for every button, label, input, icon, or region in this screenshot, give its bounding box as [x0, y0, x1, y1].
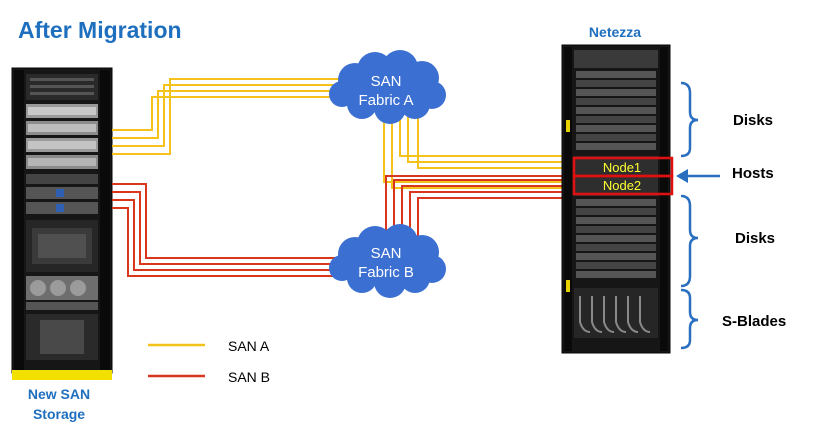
fabric-b-cloud	[329, 224, 446, 298]
disk-shelf	[576, 217, 656, 224]
disk-shelf	[576, 98, 656, 105]
sblades-brace	[680, 288, 699, 350]
storage-label-line2: Storage	[33, 406, 85, 422]
fabric-a-label-line1: SAN	[371, 73, 402, 90]
fabric-b-label-line2: Fabric B	[358, 264, 414, 281]
disk-shelf	[576, 71, 656, 78]
disks-bottom-brace	[680, 194, 699, 288]
san-b-cables	[112, 175, 568, 277]
fabric-b-label-line1: SAN	[371, 245, 402, 262]
disk-shelf	[576, 116, 656, 123]
disk-shelf	[576, 125, 656, 132]
disk-shelf	[576, 80, 656, 87]
callout-hosts: Hosts	[732, 165, 774, 182]
san-a-cables	[112, 78, 568, 189]
disk-shelf	[576, 134, 656, 141]
disk-shelf	[576, 262, 656, 269]
disks-top-brace	[680, 81, 699, 158]
netezza-rack	[561, 44, 671, 354]
disk-shelf	[576, 107, 656, 114]
disk-shelf	[576, 244, 656, 251]
fabric-a-label-line2: Fabric A	[358, 92, 413, 109]
node2-box	[572, 174, 674, 196]
callout-disks-top: Disks	[733, 112, 773, 129]
san-storage-rack	[11, 67, 113, 380]
disk-shelf	[576, 253, 656, 260]
disk-shelf	[576, 271, 656, 278]
disk-shelf	[576, 199, 656, 206]
callout-sblades: S-Blades	[722, 313, 786, 330]
netezza-label: Netezza	[589, 24, 641, 40]
storage-label-line1: New SAN	[28, 386, 90, 402]
disk-shelf	[576, 89, 656, 96]
node2-label: Node2	[603, 178, 641, 193]
legend: SAN A SAN B	[148, 338, 270, 385]
disk-shelf	[576, 226, 656, 233]
disk-shelf	[576, 208, 656, 215]
disk-shelf	[576, 235, 656, 242]
disk-shelf	[576, 143, 656, 150]
hosts-arrow	[676, 169, 720, 183]
legend-label-san-a: SAN A	[228, 338, 270, 354]
diagram-title: After Migration	[18, 17, 182, 43]
callout-disks-bottom: Disks	[735, 230, 775, 247]
node1-label: Node1	[603, 160, 641, 175]
fabric-a-cloud	[329, 50, 446, 124]
legend-label-san-b: SAN B	[228, 369, 270, 385]
